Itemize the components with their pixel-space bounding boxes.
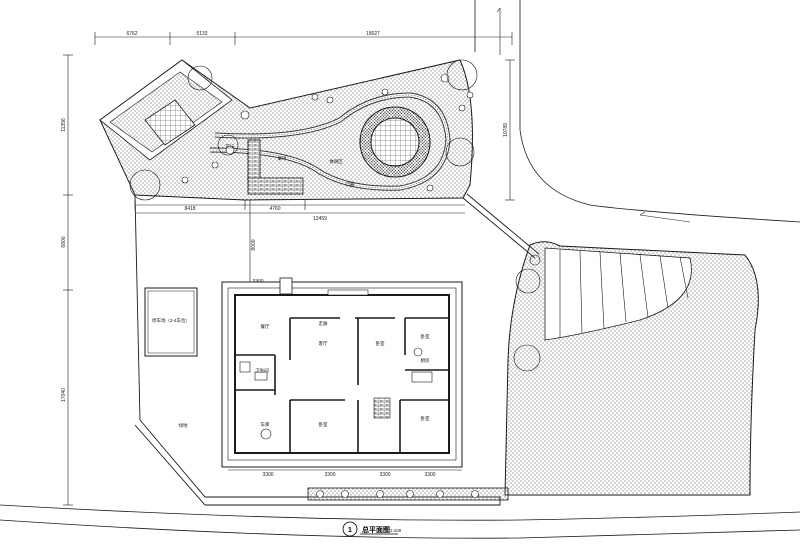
parking-label: 停车场（2-4车位） — [152, 317, 190, 324]
dim-house-bottom-2: 3300 — [324, 472, 335, 478]
dim-right-site: 10789 — [503, 123, 509, 137]
road-lines — [0, 0, 800, 539]
room-5: 卫生间 — [255, 367, 269, 374]
dim-garden-bottom-1: 8418 — [184, 206, 195, 212]
garden-label-3: 休闲区 — [329, 158, 343, 165]
dim-left-site: 11356 — [61, 118, 67, 132]
dim-house-bottom-4: 3300 — [424, 472, 435, 478]
title-number: 1 — [348, 527, 352, 534]
dim-house-bottom-3: 3300 — [379, 472, 390, 478]
dim-garden-bottom-2: 4760 — [269, 206, 280, 212]
room-3: 卧室 — [376, 340, 385, 347]
room-6: 厨房 — [421, 357, 430, 364]
dim-gap-vertical: 8000 — [251, 239, 257, 250]
room-7: 车库 — [261, 421, 270, 428]
garden-label-4: 门廊 — [346, 181, 355, 188]
room-9: 卧室 — [421, 415, 430, 422]
room-4: 卧室 — [421, 333, 430, 340]
room-10: 走廊 — [319, 320, 328, 327]
garden-label-2: 草坪 — [278, 155, 287, 162]
dimension-lines — [63, 7, 515, 506]
wedge-garden — [504, 241, 759, 496]
room-2: 客厅 — [319, 340, 328, 347]
dim-left-mid: 6800 — [61, 236, 67, 247]
room-1: 餐厅 — [261, 323, 270, 330]
dim-house-bottom-1: 3300 — [262, 472, 273, 478]
bottom-planting-strip — [307, 487, 509, 501]
side-lawn-label: 绿地 — [179, 422, 188, 428]
dim-left-house: 17040 — [61, 388, 67, 402]
dimension-text: 6762 5133 18027 11356 6800 17040 10789 8… — [61, 31, 509, 478]
top-garden — [99, 59, 478, 201]
garden-label-1: 花坛 — [226, 143, 235, 150]
house-floor-plan: 餐厅 客厅 卧室 卧室 卫生间 厨房 车库 卧室 卧室 走廊 — [221, 277, 463, 468]
dim-garden-bottom-total: 12459 — [313, 216, 327, 222]
dim-top-1: 6762 — [126, 31, 137, 37]
parking-area: 停车场（2-4车位） — [144, 287, 198, 357]
dim-top-3: 18027 — [366, 31, 380, 37]
dim-top-2: 5133 — [196, 31, 207, 37]
drawing-title: 1 总平面图 1:100 — [342, 521, 402, 537]
title-scale: 1:100 — [390, 528, 402, 533]
north-arrow — [639, 211, 691, 223]
title-text: 总平面图 — [362, 525, 390, 534]
room-8: 卧室 — [319, 421, 328, 428]
